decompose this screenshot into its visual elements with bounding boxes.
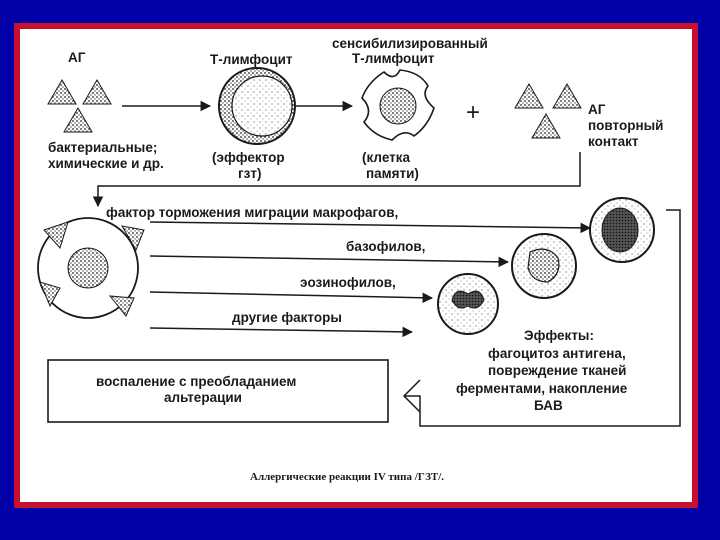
arrow-eosinophil <box>149 291 434 304</box>
antigen-triangle-icon <box>121 225 145 252</box>
effects-line-1: фагоцитоз антигена, <box>488 346 626 361</box>
antigen-triangle-icon <box>552 83 582 109</box>
antigen-triangle-icon <box>43 221 69 249</box>
arrow-macrophage <box>149 221 592 234</box>
memory-label: (клетка <box>362 150 411 165</box>
bacterial-label: бактериальные; <box>48 140 157 155</box>
effects-title: Эффекты: <box>524 328 594 343</box>
antigen-triangle-icon <box>531 113 561 139</box>
arrow-basophil <box>149 255 510 268</box>
t-lymphocyte-label: Т-лимфоцит <box>210 52 293 67</box>
return-arrow <box>404 209 681 427</box>
inflammation-line-1: воспаление с преобладанием <box>96 374 296 389</box>
antigen-triangle-icon <box>39 281 61 308</box>
sensitized-label: сенсибилизированный <box>332 36 488 51</box>
antigen-triangle-icon <box>82 79 112 105</box>
connector-arrow <box>92 152 581 208</box>
chemical-label: химические и др. <box>48 156 164 171</box>
effects-line-2: повреждение тканей <box>488 363 626 378</box>
plus-sign: + <box>466 99 480 126</box>
inflammation-line-2: альтерации <box>164 390 242 405</box>
sensitized-cell-icon <box>37 217 139 319</box>
effects-line-4: БАВ <box>534 398 563 413</box>
factor-macrophage-label: фактор торможения миграции макрофагов, <box>106 205 398 220</box>
effects-line-3: ферментами, накопление <box>456 381 628 396</box>
ag-repeat-label-3: контакт <box>588 134 639 149</box>
effector-gzt-label: гзт) <box>238 166 261 181</box>
antigen-triangle-icon <box>108 295 135 317</box>
inflammation-box <box>47 359 389 423</box>
antigen-triangle-icon <box>63 107 93 133</box>
arrow-other-factors <box>149 326 414 338</box>
effector-label: (эффектор <box>212 150 285 165</box>
ag-repeat-label: АГ <box>588 102 606 117</box>
ag-label: АГ <box>68 50 86 65</box>
factor-other-label: другие факторы <box>232 310 342 325</box>
factor-eosinophil-label: эозинофилов, <box>300 275 396 290</box>
antigen-triangle-icon <box>514 83 544 109</box>
memory-label-2: памяти) <box>366 166 419 181</box>
sensitized-t-label: Т-лимфоцит <box>352 51 435 66</box>
figure-caption: Аллергические реакции IV типа /ГЗТ/. <box>250 471 444 483</box>
ag-repeat-label-2: повторный <box>588 118 663 133</box>
factor-basophil-label: базофилов, <box>346 239 425 254</box>
antigen-triangle-icon <box>47 79 77 105</box>
